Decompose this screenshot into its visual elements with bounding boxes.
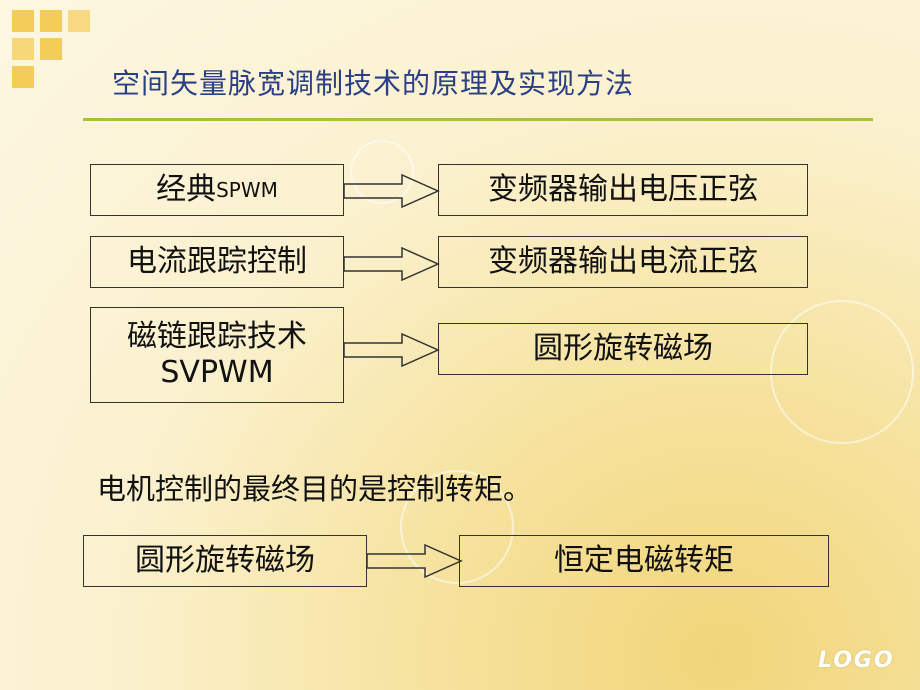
title-divider	[83, 118, 873, 121]
box-rotating-field-bottom: 圆形旋转磁场	[83, 535, 367, 587]
box-flux-tracking-svpwm: 磁链跟踪技术 SVPWM	[90, 307, 344, 403]
decorative-circle	[770, 300, 914, 444]
corner-square	[40, 10, 62, 32]
decorative-circle	[400, 470, 514, 584]
box-label: 恒定电磁转矩	[554, 543, 734, 578]
corner-square	[68, 10, 90, 32]
box-constant-torque: 恒定电磁转矩	[459, 535, 829, 587]
arrow-right-icon	[344, 174, 440, 208]
box-label: 变频器输出电流正弦	[488, 244, 758, 279]
decorative-circle	[350, 140, 414, 204]
corner-square	[12, 10, 34, 32]
box-label: 圆形旋转磁场	[533, 331, 713, 366]
box-current-sine: 变频器输出电流正弦	[438, 236, 808, 288]
box-label: 变频器输出电压正弦	[488, 172, 758, 207]
box-label: 圆形旋转磁场	[135, 543, 315, 578]
arrow-right-icon	[344, 247, 440, 281]
arrow-right-icon	[344, 333, 440, 367]
box-label: 经典	[156, 172, 217, 207]
logo: LOGO	[818, 648, 895, 673]
corner-square	[12, 38, 34, 60]
box-voltage-sine: 变频器输出电压正弦	[438, 164, 808, 216]
box-rotating-field: 圆形旋转磁场	[438, 323, 808, 375]
corner-square	[40, 38, 62, 60]
statement-text: 电机控制的最终目的是控制转矩。	[97, 472, 533, 506]
arrow-right-icon	[367, 544, 463, 578]
box-current-tracking: 电流跟踪控制	[90, 236, 344, 288]
page-title: 空间矢量脉宽调制技术的原理及实现方法	[112, 67, 635, 100]
corner-square	[12, 66, 34, 88]
box-label: 磁链跟踪技术	[127, 319, 307, 354]
box-label: 电流跟踪控制	[127, 244, 307, 279]
box-label-suffix: SPWM	[216, 178, 278, 202]
box-label: SVPWM	[160, 355, 274, 390]
